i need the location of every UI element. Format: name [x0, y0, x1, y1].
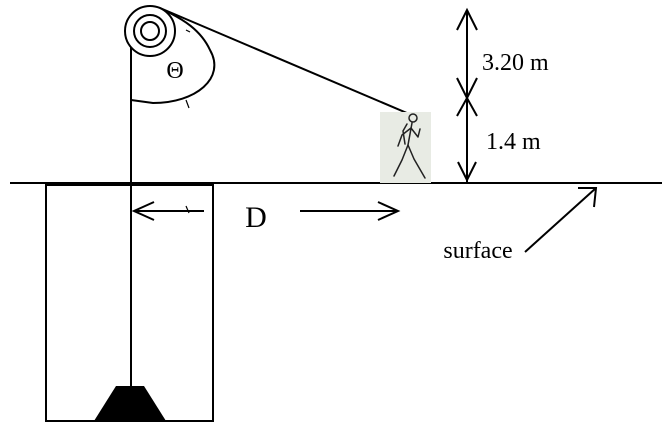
trapezoid-load-icon [94, 386, 166, 421]
angle-label: Θ [166, 58, 183, 84]
shaft [45, 184, 214, 422]
height-upper-label: 3.20 m [482, 50, 549, 76]
walking-person-icon [380, 112, 431, 183]
slanted-rope [159, 7, 422, 120]
height-lower-label: 1.4 m [486, 129, 541, 155]
surface-label: surface [443, 238, 512, 264]
distance-label: D [245, 201, 267, 234]
pulley-icon [124, 5, 176, 57]
distance-dimension [131, 201, 401, 221]
surface-pointer-arrow [524, 187, 598, 253]
height-dimension [456, 7, 478, 183]
angle-arc [130, 11, 216, 105]
